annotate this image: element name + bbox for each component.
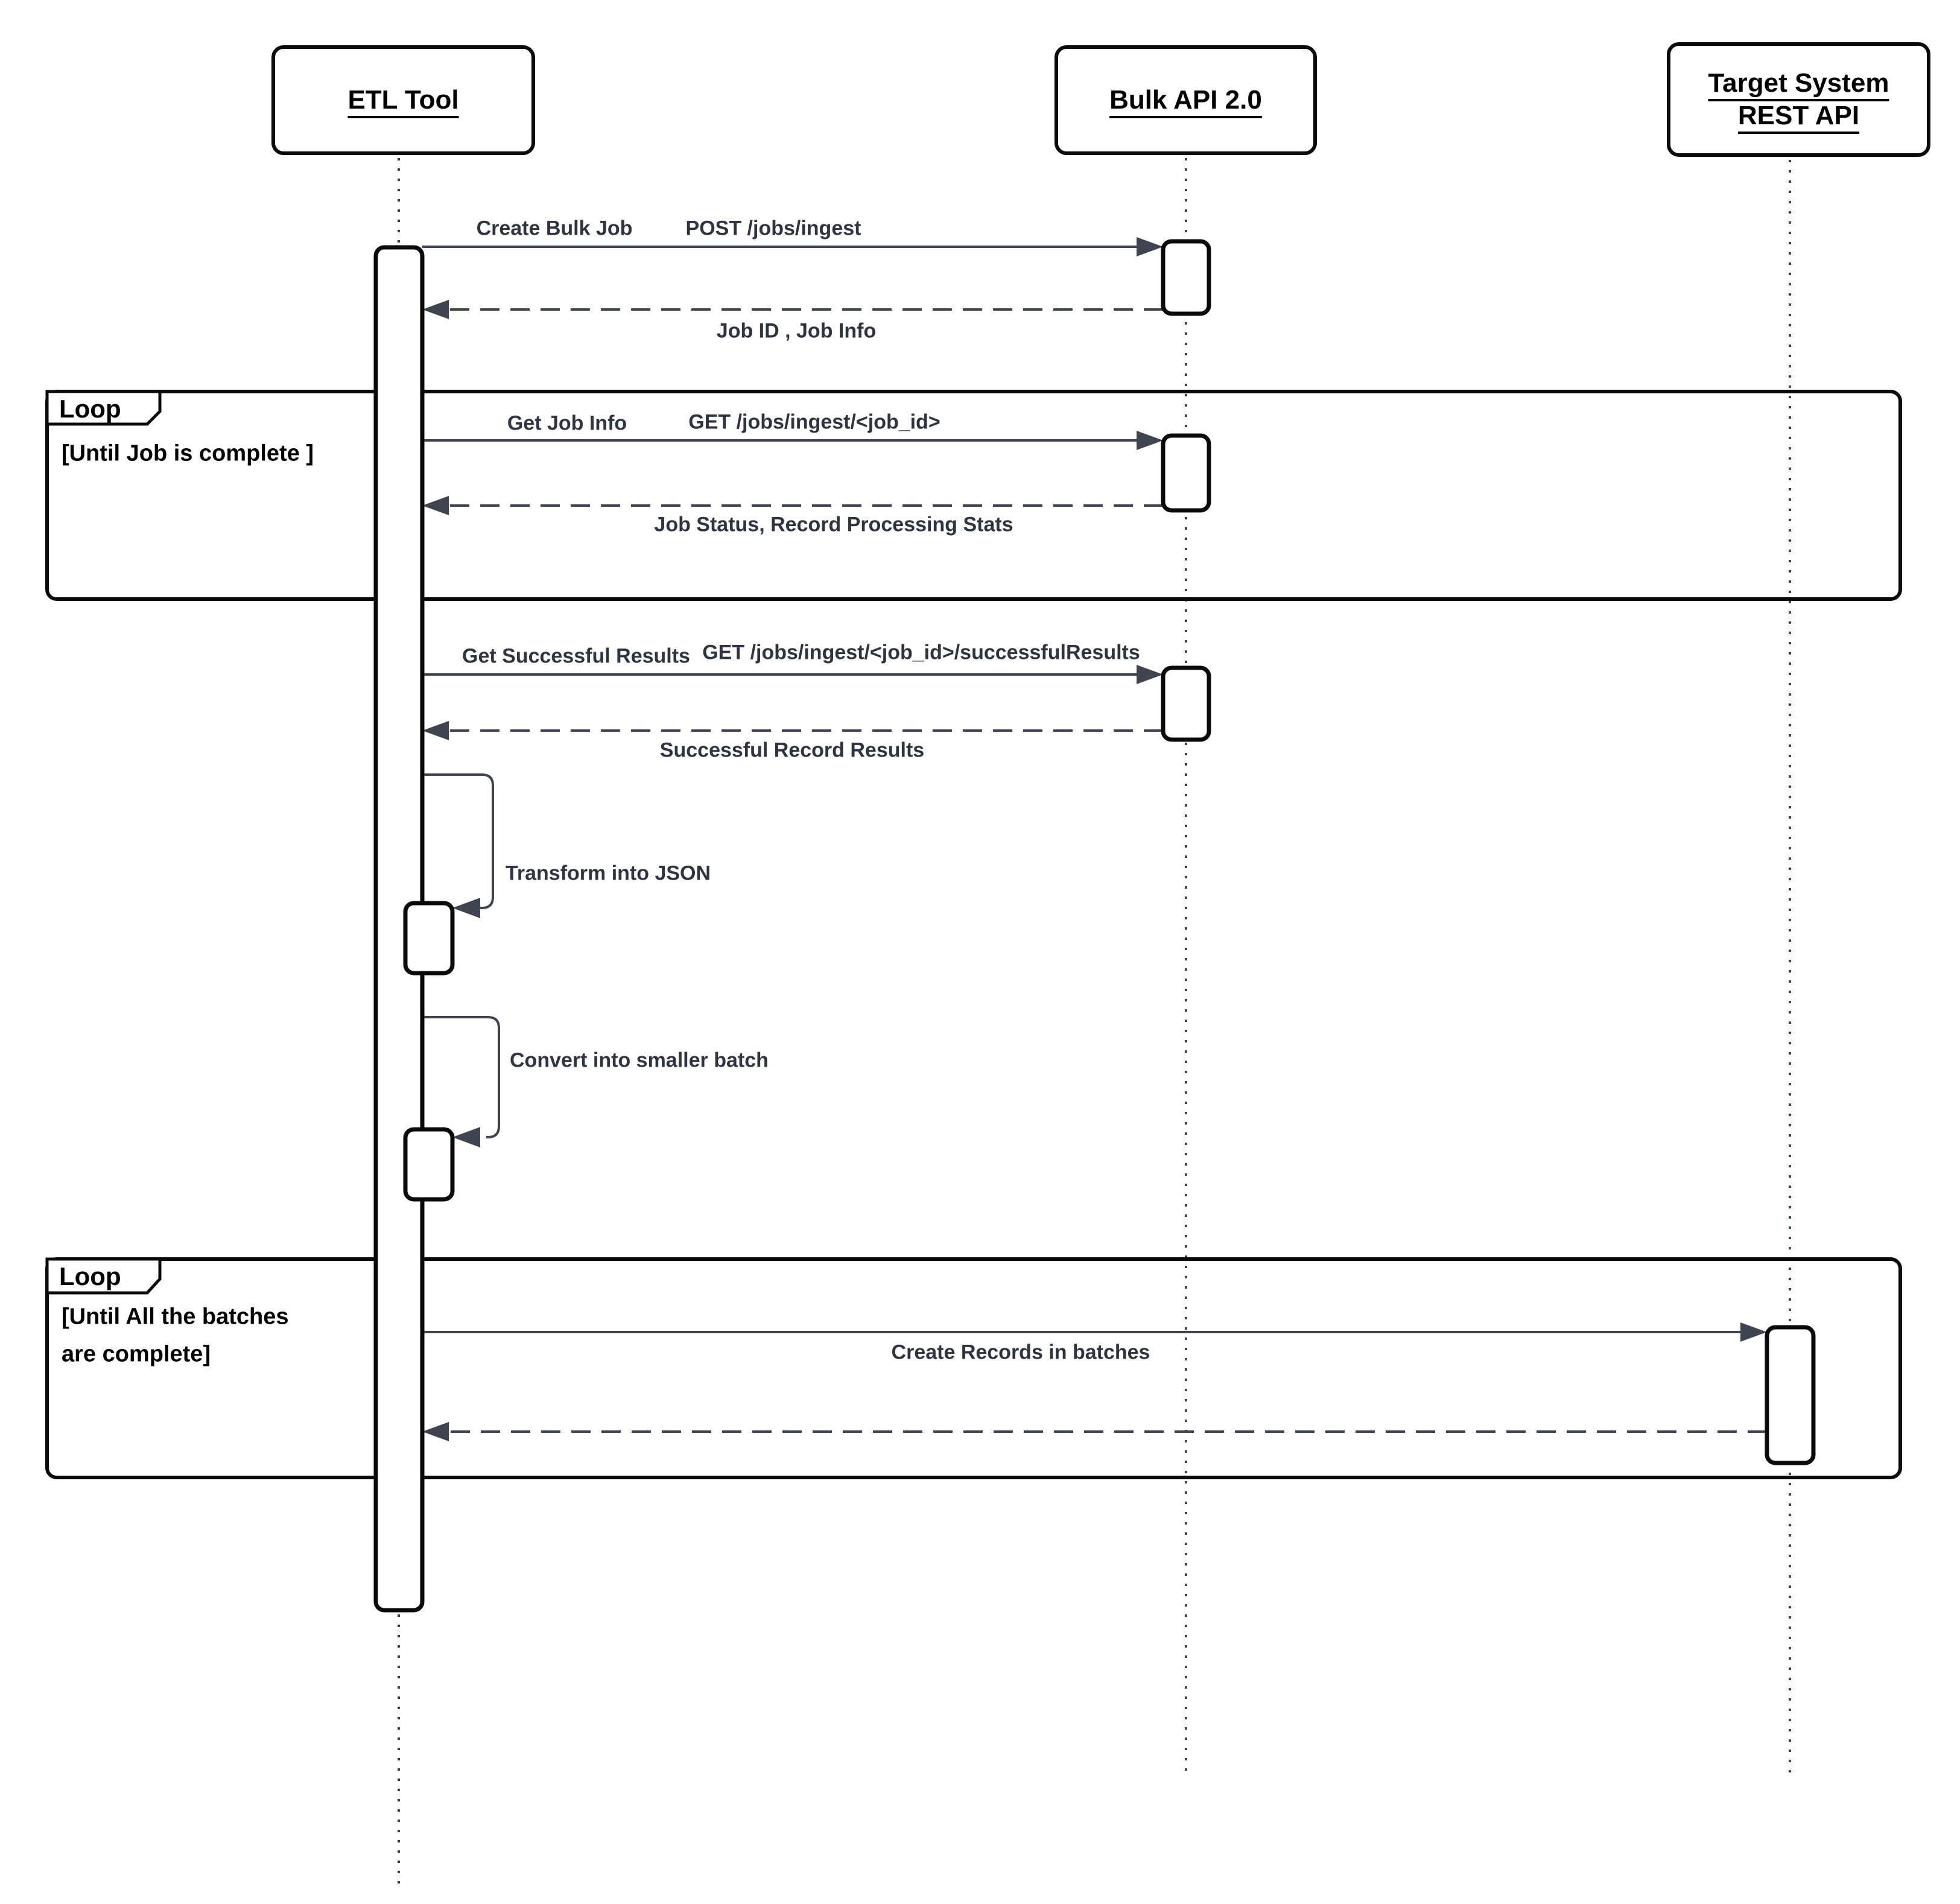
participant-target-system-label: Target System: [1708, 68, 1889, 98]
arrowhead-self-transform-json: [452, 898, 480, 918]
message-create-bulk-job-endpoint: POST /jobs/ingest: [685, 217, 861, 240]
arrowhead-return-job-id: [422, 300, 449, 319]
loop1-condition: [Until Job is complete ]: [62, 440, 314, 466]
arrowhead-create-records: [1740, 1322, 1767, 1342]
participant-etl-tool: ETL Tool: [271, 45, 535, 155]
participant-target-system-label2: REST API: [1737, 101, 1860, 130]
arrowhead-return-create-records: [422, 1422, 449, 1441]
message-get-job-info-label: Get Job Info: [507, 411, 627, 435]
activation-etl-nested-2: [403, 1127, 455, 1202]
participant-target-system: Target System REST API: [1667, 42, 1930, 157]
arrowhead-get-job-info: [1137, 431, 1163, 450]
arrowhead-get-successful-results: [1137, 665, 1163, 684]
message-self-convert-batch-label: Convert into smaller batch: [510, 1049, 769, 1072]
loop-tab-1: [45, 390, 162, 426]
activation-target-1: [1765, 1325, 1816, 1465]
message-return-job-status-label: Job Status, Record Processing Stats: [654, 513, 1013, 536]
message-create-bulk-job-label: Create Bulk Job: [476, 217, 633, 240]
arrowhead-self-convert-batch: [452, 1127, 480, 1147]
participant-etl-tool-label: ETL Tool: [347, 85, 459, 115]
arrowhead-create-bulk-job: [1137, 237, 1163, 256]
loop1-title: Loop: [59, 395, 121, 423]
message-return-job-id-label: Job ID , Job Info: [716, 319, 877, 343]
arrowhead-return-successful-results: [422, 721, 449, 740]
message-get-successful-results-label: Get Successful Results: [462, 644, 690, 668]
message-self-transform-json-label: Transform into JSON: [506, 862, 711, 885]
participant-bulk-api-label: Bulk API 2.0: [1109, 85, 1262, 115]
arrow-self-convert-batch: [422, 1016, 500, 1138]
arrowhead-return-job-status: [422, 496, 449, 515]
activation-etl-nested-1: [403, 901, 455, 976]
loop2-condition-line2: are complete]: [62, 1341, 211, 1367]
loop-tab-2: [45, 1257, 162, 1295]
arrow-self-transform-json: [422, 773, 494, 909]
loop-frame-2: [45, 1257, 1902, 1479]
activation-bulk-2: [1161, 433, 1211, 513]
activation-bulk-1: [1161, 239, 1211, 316]
message-return-successful-results-label: Successful Record Results: [659, 738, 925, 762]
message-get-successful-results-endpoint: GET /jobs/ingest/<job_id>/successfulResu…: [702, 641, 1140, 664]
message-get-job-info-endpoint: GET /jobs/ingest/<job_id>: [688, 410, 940, 434]
activation-bulk-3: [1161, 665, 1211, 742]
loop-frame-1: [45, 390, 1902, 601]
message-create-records-label: Create Records in batches: [891, 1341, 1150, 1364]
participant-bulk-api: Bulk API 2.0: [1055, 45, 1317, 155]
loop2-title: Loop: [59, 1262, 121, 1290]
loop2-condition-line1: [Until All the batches: [62, 1304, 289, 1330]
